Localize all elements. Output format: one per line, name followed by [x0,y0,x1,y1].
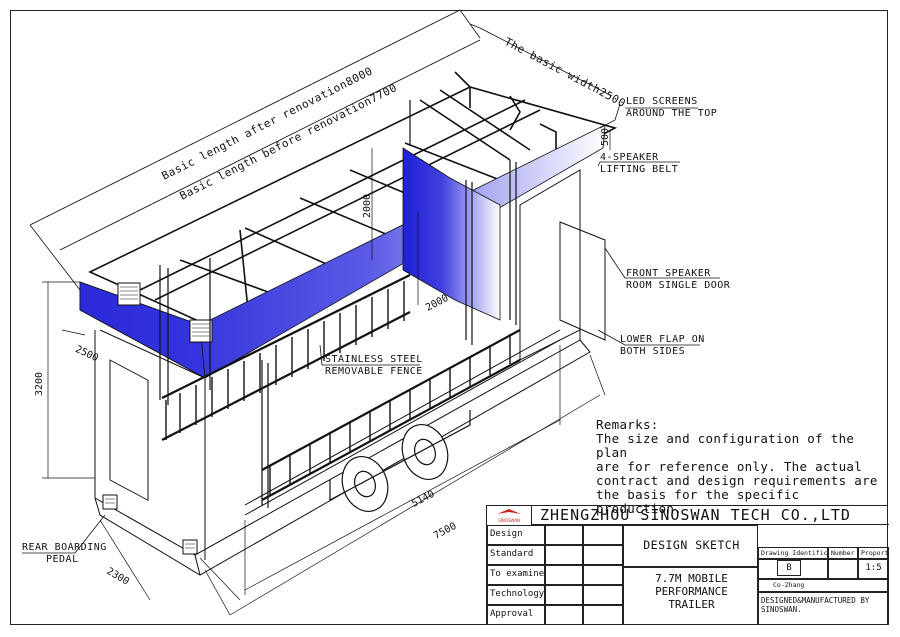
length-dimension-lines [29,9,613,291]
remarks-block: Remarks: The size and configuration of t… [596,418,886,516]
row-label-standard: Standard [487,545,545,565]
drawing-id-header: Drawing Identification [758,547,828,559]
product-name-line1: 7.7M MOBILE [655,572,728,585]
wheels [329,410,471,512]
product-name: 7.7M MOBILE PERFORMANCE TRAILER [623,567,758,625]
number-value [828,559,858,579]
speaker-belt-label: 4-SPEAKER LIFTING BELT [600,152,678,176]
speaker-boxes [117,282,213,343]
remarks-line: The size and configuration of the plan [596,431,855,460]
lower-flap-line1: LOWER FLAP ON [620,334,705,345]
company-logo: SINOSWAN [487,506,531,525]
remarks-heading: Remarks: [596,417,659,432]
posts [159,100,517,508]
drawing-frame [10,10,888,625]
designed-by-line2: SINOSWAN. [761,605,802,614]
led-screen-band [79,124,606,379]
svg-text:SINOSWAN: SINOSWAN [498,518,520,523]
rear-lights [102,494,198,555]
product-name-line3: TRAILER [668,598,715,611]
sinoswan-logo-icon: SINOSWAN [497,509,521,523]
sig-cell [545,545,583,565]
dim-500: 500 [600,127,611,146]
rear-pedal-line2: PEDAL [46,554,79,565]
trailer-body [94,169,606,576]
drawing-id-value: B [758,559,828,579]
rear-pedal-label: REAR BOARDING PEDAL [22,542,107,566]
sig-cell [583,525,623,545]
led-screens-label: LED SCREENS AROUND THE TOP [626,96,717,120]
speaker-belt-line2: LIFTING BELT [600,164,679,175]
leader-lines [22,103,720,554]
fence-line1: STAINLESS STEEL [325,354,423,365]
proportion-value: 1:5 [858,559,889,579]
speaker-belt-line1: 4-SPEAKER [600,152,659,163]
proportion-header: Proportion [858,547,889,559]
row-label-technology: Technology [487,585,545,605]
sig-cell [583,605,623,625]
led-screens-line1: LED SCREENS [626,96,698,107]
lower-flap-line2: BOTH SIDES [620,346,686,357]
co-label: Co-Zhang [758,579,889,592]
product-name-line2: PERFORMANCE [655,585,728,598]
remarks-line: contract and design requirements are [596,473,878,488]
sig-cell [545,585,583,605]
title-block: SINOSWAN ZHENGZHOU SINOSWAN TECH CO.,LTD… [486,505,889,625]
dim-2000-screen: 2000 [362,193,373,218]
designed-by: DESIGNED&MANUFACTURED BY SINOSWAN. [758,592,889,625]
number-header: Number [828,547,858,559]
dim-3200: 3200 [34,371,45,396]
row-label-approval: Approval [487,605,545,625]
front-speaker-line2: ROOM SINGLE DOOR [626,280,731,291]
remarks-line: are for reference only. The actual [596,459,863,474]
sig-cell [545,565,583,585]
fence-line2: REMOVABLE FENCE [325,366,423,377]
dimension-lines [42,130,611,616]
company-name: ZHENGZHOU SINOSWAN TECH CO.,LTD [531,506,889,525]
row-label-design: Design [487,525,545,545]
drawing-id-box: B [777,560,801,576]
sig-cell [545,605,583,625]
rear-pedal-line1: REAR BOARDING [22,542,107,553]
fence-label: STAINLESS STEEL REMOVABLE FENCE [325,354,423,378]
front-speaker-label: FRONT SPEAKER ROOM SINGLE DOOR [626,268,730,292]
stainless-fence [161,274,521,501]
sig-cell [583,585,623,605]
designed-by-line1: DESIGNED&MANUFACTURED BY [761,596,870,605]
front-speaker-line1: FRONT SPEAKER [626,268,711,279]
led-screens-line2: AROUND THE TOP [626,108,718,119]
sig-cell [545,525,583,545]
design-sketch-title: DESIGN SKETCH [623,525,758,567]
sig-cell [583,545,623,565]
lower-flap-label: LOWER FLAP ON BOTH SIDES [620,334,705,358]
sig-cell [583,565,623,585]
row-label-examine: To examine [487,565,545,585]
